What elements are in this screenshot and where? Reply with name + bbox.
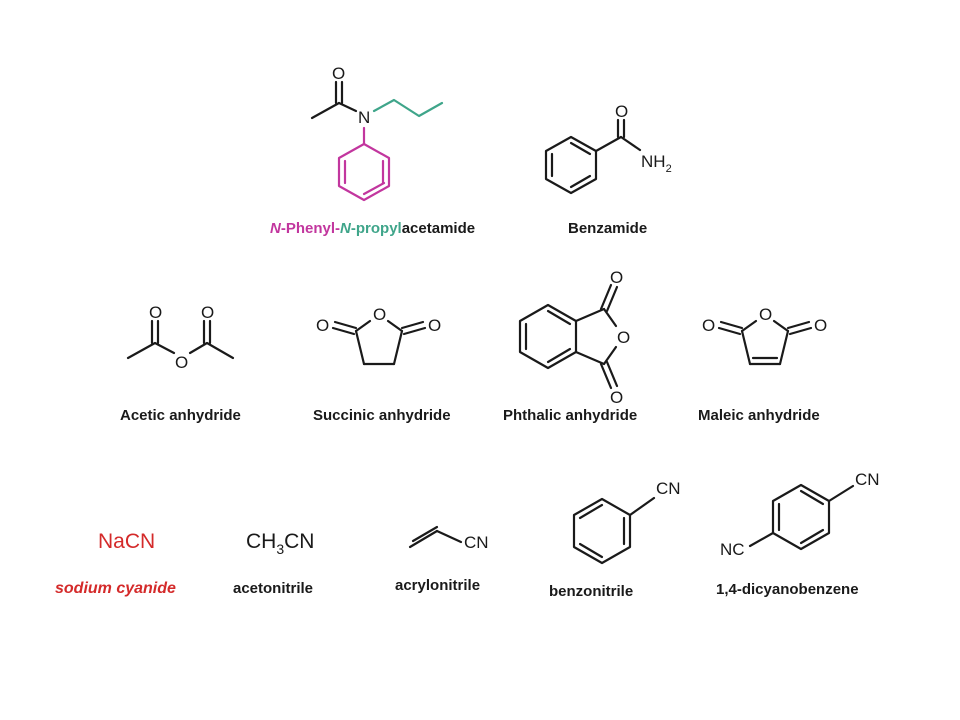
acetonitrile-formula: CH3CN (246, 530, 314, 557)
phenylpropylacetamide-label: N-Phenyl-N-propylacetamide (270, 220, 475, 237)
phthalic-carbonyl-oxygen-bottom: O (610, 388, 623, 407)
acetic-anhydride-structure: O O O (126, 303, 235, 372)
acrylonitrile-structure: CN (408, 525, 489, 552)
maleic-anhydride-label: Maleic anhydride (698, 407, 820, 424)
succinic-anhydride-label: Succinic anhydride (313, 407, 451, 424)
benzonitrile-label: benzonitrile (549, 583, 633, 600)
acetonitrile-label: acetonitrile (233, 580, 313, 597)
amide-nitrogen-atom: N (358, 108, 370, 127)
acrylonitrile-label: acrylonitrile (395, 577, 480, 594)
sodium-cyanide-formula: NaCN (98, 530, 155, 553)
phthalic-anhydride-structure: O O O (518, 268, 630, 407)
maleic-carbonyl-oxygen-left: O (702, 316, 715, 335)
succinic-anhydride-structure: O O O (316, 305, 441, 366)
sodium-cyanide-label: sodium cyanide (55, 580, 176, 597)
dicyanobenzene-label: 1,4-dicyanobenzene (716, 581, 859, 598)
benzamide-label: Benzamide (568, 220, 647, 237)
carbonyl-oxygen-atom: O (332, 64, 345, 83)
phenylpropylacetamide-structure: O N (310, 64, 444, 202)
maleic-ring-oxygen: O (759, 305, 772, 324)
acetic-anhydride-label: Acetic anhydride (120, 407, 241, 424)
benzamide-oxygen-atom: O (615, 102, 628, 121)
maleic-carbonyl-oxygen-right: O (814, 316, 827, 335)
benzonitrile-cn-group: CN (656, 479, 681, 498)
benzonitrile-structure: CN (572, 479, 681, 565)
dicyanobenzene-cn-top: CN (855, 470, 880, 489)
acetic-bridge-oxygen: O (175, 353, 188, 372)
benzamide-structure: O NH2 (544, 102, 672, 195)
phthalic-carbonyl-oxygen-top: O (610, 268, 623, 287)
succinic-carbonyl-oxygen-left: O (316, 316, 329, 335)
benzamide-nh2-group: NH2 (641, 152, 672, 175)
phthalic-anhydride-label: Phthalic anhydride (503, 407, 637, 424)
acrylonitrile-cn-group: CN (464, 533, 489, 552)
dicyanobenzene-nc-bottom: NC (720, 540, 745, 559)
dicyanobenzene-structure: CN NC (720, 470, 880, 559)
acetic-carbonyl-oxygen-2: O (201, 303, 214, 322)
acetic-carbonyl-oxygen-1: O (149, 303, 162, 322)
succinic-ring-oxygen: O (373, 305, 386, 324)
maleic-anhydride-structure: O O O (702, 305, 827, 366)
phthalic-ring-oxygen: O (617, 328, 630, 347)
succinic-carbonyl-oxygen-right: O (428, 316, 441, 335)
